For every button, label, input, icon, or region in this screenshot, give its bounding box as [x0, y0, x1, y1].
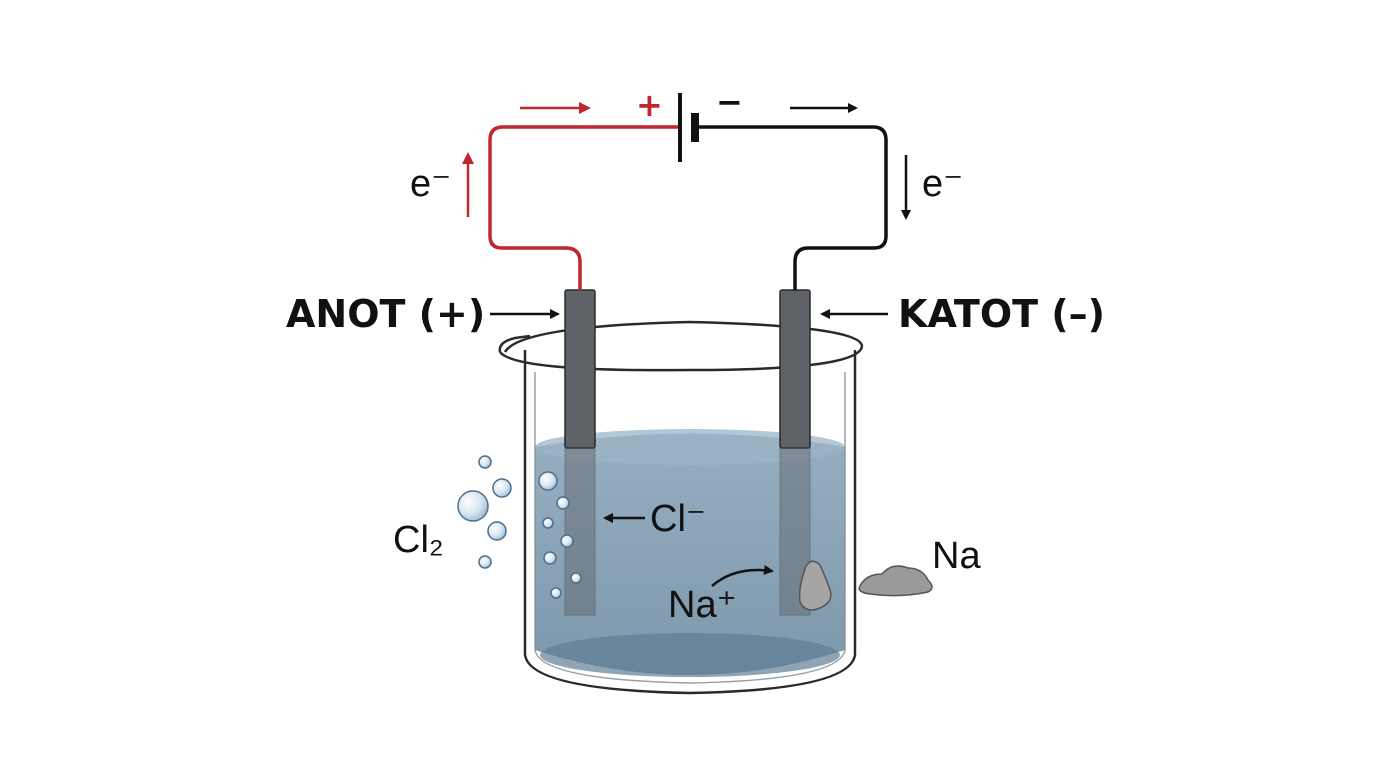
sodium-deposit-on-cathode [798, 560, 832, 611]
cathode-label: KATOT (–) [898, 292, 1105, 336]
electrolyte [535, 429, 845, 677]
sodium-metal-label: Na [932, 535, 981, 577]
beaker-spout [498, 334, 531, 353]
chloride-ion-label: Cl⁻ [650, 498, 706, 540]
electron-label-right: e⁻ [922, 163, 963, 205]
beaker [498, 334, 864, 695]
sodium-ion-label: Na⁺ [668, 584, 737, 626]
anode-wire [488, 125, 680, 290]
battery [678, 93, 699, 162]
chlorine-gas-label: Cl₂ [393, 519, 444, 561]
anode-electrode [564, 289, 596, 616]
battery-minus-sign: − [716, 83, 743, 121]
beaker-rim-front [499, 345, 864, 372]
electron-label-left: e⁻ [410, 163, 451, 205]
battery-plus-sign: + [636, 86, 663, 124]
cathode-wire [695, 125, 888, 290]
sodium-metal-pile [858, 565, 933, 597]
chlorine-bubbles [457, 455, 582, 599]
sodium-ion-arrow [711, 564, 774, 587]
anode-label: ANOT (+) [286, 292, 485, 336]
beaker-rim-back [503, 320, 864, 353]
